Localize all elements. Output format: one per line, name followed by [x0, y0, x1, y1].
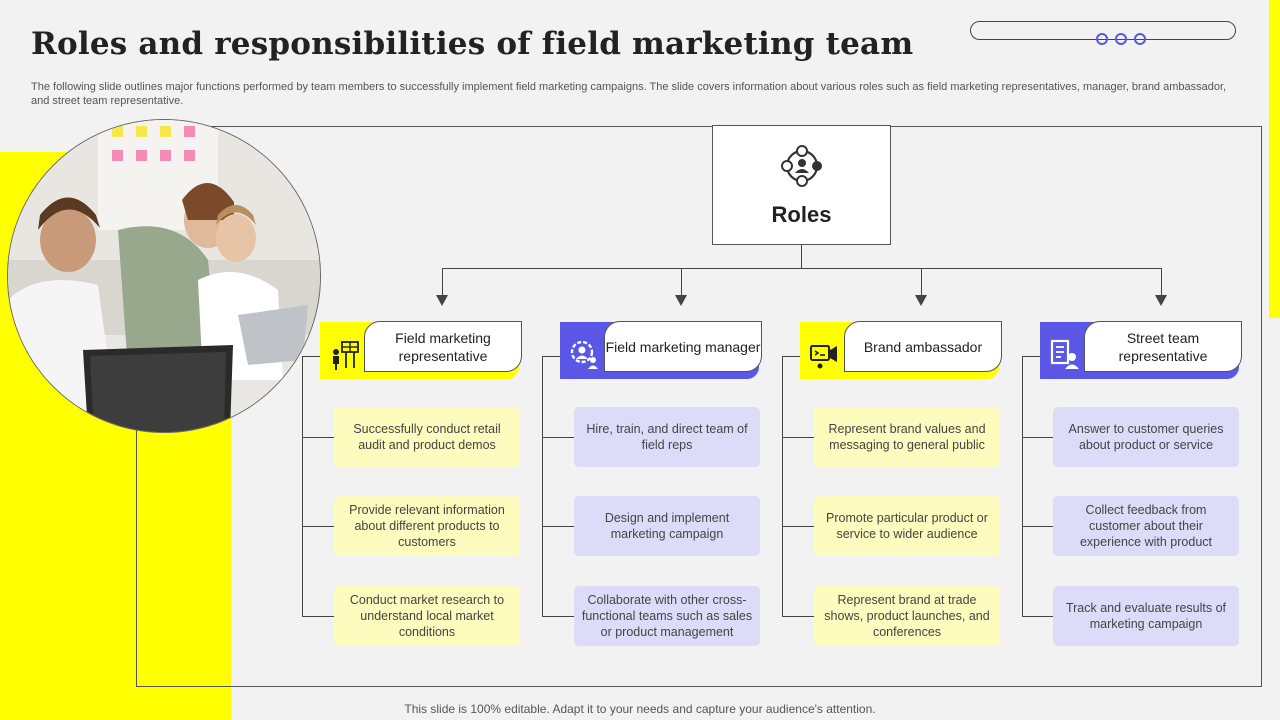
- connector: [302, 356, 320, 357]
- connector: [1022, 526, 1054, 527]
- responsibility-card: Conduct market research to understand lo…: [334, 586, 520, 646]
- connector: [302, 437, 334, 438]
- connector: [1022, 616, 1054, 617]
- connector: [542, 526, 574, 527]
- connector: [442, 268, 1162, 269]
- connector: [542, 356, 560, 357]
- connector: [782, 526, 814, 527]
- field-stand-icon: [333, 341, 359, 370]
- connector: [801, 244, 802, 268]
- responsibility-card: Represent brand values and messaging to …: [814, 407, 1000, 467]
- connector: [442, 268, 443, 296]
- responsibility-card: Answer to customer queries about product…: [1053, 407, 1239, 467]
- responsibility-card: Successfully conduct retail audit and pr…: [334, 407, 520, 467]
- responsibility-card: Hire, train, and direct team of field re…: [574, 407, 760, 467]
- connector: [302, 526, 334, 527]
- connector: [1022, 437, 1054, 438]
- connector: [782, 356, 783, 617]
- responsibility-card: Design and implement marketing campaign: [574, 496, 760, 556]
- connector: [1022, 356, 1023, 617]
- connector: [1022, 356, 1040, 357]
- responsibility-card: Represent brand at trade shows, product …: [814, 586, 1000, 646]
- connector: [1161, 268, 1162, 296]
- connector: [302, 356, 303, 617]
- connector: [782, 356, 800, 357]
- responsibility-card: Promote particular product or service to…: [814, 496, 1000, 556]
- decorative-dot: [1115, 33, 1127, 45]
- connector: [302, 616, 334, 617]
- role-title-1: Field marketing representative: [364, 321, 522, 372]
- roles-label: Roles: [771, 202, 832, 227]
- decorative-dot: [1096, 33, 1108, 45]
- yellow-accent-band-right: [1269, 0, 1280, 318]
- arrow-down-icon: [675, 295, 687, 306]
- role-title-3: Brand ambassador: [844, 321, 1002, 372]
- responsibility-card: Provide relevant information about diffe…: [334, 496, 520, 556]
- connector: [782, 437, 814, 438]
- arrow-down-icon: [436, 295, 448, 306]
- decorative-dot: [1134, 33, 1146, 45]
- team-photo: [7, 119, 321, 433]
- representative-document-icon: [1050, 339, 1079, 369]
- slide-subtitle: The following slide outlines major funct…: [31, 81, 1227, 107]
- slide-footer: This slide is 100% editable. Adapt it to…: [404, 702, 876, 716]
- responsibility-card: Collect feedback from customer about the…: [1053, 496, 1239, 556]
- team-settings-icon: [570, 340, 598, 369]
- connector: [542, 616, 574, 617]
- connector: [542, 356, 543, 617]
- responsibility-card: Collaborate with other cross-functional …: [574, 586, 760, 646]
- connector: [542, 437, 574, 438]
- role-title-2: Field marketing manager: [604, 321, 762, 372]
- connector: [681, 268, 682, 296]
- responsibility-card: Track and evaluate results of marketing …: [1053, 586, 1239, 646]
- connector: [782, 616, 814, 617]
- slide-title: Roles and responsibilities of field mark…: [31, 26, 914, 62]
- brand-megaphone-icon: [810, 345, 837, 369]
- arrow-down-icon: [1155, 295, 1167, 306]
- team-roles-icon: [781, 145, 822, 187]
- connector: [921, 268, 922, 296]
- arrow-down-icon: [915, 295, 927, 306]
- roles-root-box: Roles: [712, 125, 891, 245]
- role-title-4: Street team representative: [1084, 321, 1242, 372]
